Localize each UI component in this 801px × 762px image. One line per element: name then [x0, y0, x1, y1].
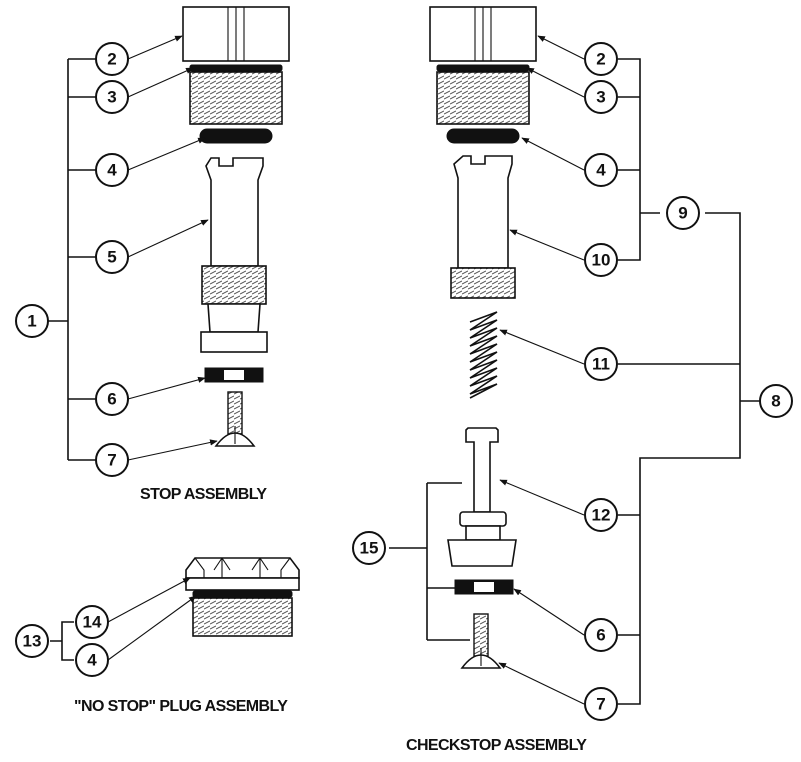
no-stop-assembly-title: "NO STOP" PLUG ASSEMBLY [74, 698, 288, 715]
spring-part [469, 311, 498, 399]
svg-text:13: 13 [23, 632, 42, 651]
svg-text:7: 7 [596, 695, 605, 714]
svg-text:10: 10 [592, 251, 611, 270]
svg-text:14: 14 [83, 613, 102, 632]
checkstop-assembly-title: CHECKSTOP ASSEMBLY [406, 737, 587, 754]
callout-2: 2 [95, 42, 129, 76]
callout-10: 10 [584, 243, 618, 277]
seal-ring-part [189, 64, 283, 72]
hex-cap-part [429, 6, 537, 62]
callout-15: 15 [352, 531, 386, 565]
checkstop-assembly: 2 3 4 9 10 11 8 12 15 6 7 CHECKSTOP ASSE… [352, 6, 793, 754]
threaded-bonnet-part [436, 71, 530, 125]
svg-text:1: 1 [27, 312, 36, 331]
callout-6: 6 [584, 618, 618, 652]
callout-8: 8 [759, 384, 793, 418]
callout-7: 7 [584, 687, 618, 721]
callout-12: 12 [584, 498, 618, 532]
bracket-8 [618, 212, 760, 705]
svg-text:4: 4 [87, 651, 97, 670]
svg-text:3: 3 [107, 88, 116, 107]
svg-text:2: 2 [107, 50, 116, 69]
callout-3: 3 [584, 80, 618, 114]
callout-1: 1 [15, 304, 49, 338]
no-stop-plug-assembly: 14 13 4 "NO STOP" PLUG ASSEMBLY [15, 557, 300, 715]
screw-part [460, 613, 502, 669]
svg-text:15: 15 [360, 539, 379, 558]
o-ring-part [446, 128, 520, 144]
callout-13: 13 [15, 624, 49, 658]
threaded-plug-part [192, 597, 293, 637]
svg-text:6: 6 [107, 390, 116, 409]
svg-text:5: 5 [107, 248, 116, 267]
bracket-15 [389, 482, 470, 641]
svg-text:3: 3 [596, 88, 605, 107]
callout-11: 11 [584, 347, 618, 381]
callout-6: 6 [95, 382, 129, 416]
callout-7: 7 [95, 443, 129, 477]
callout-9: 9 [666, 196, 700, 230]
seal-ring-part [192, 590, 293, 598]
svg-text:7: 7 [107, 451, 116, 470]
bracket-13 [50, 621, 74, 661]
stop-assembly: 1 2 3 4 5 6 7 STOP ASSEMBLY [15, 6, 290, 503]
stop-assembly-title: STOP ASSEMBLY [140, 486, 267, 503]
stop-bracket [48, 58, 96, 461]
callout-4: 4 [95, 153, 129, 187]
callout-2: 2 [584, 42, 618, 76]
washer-part [454, 579, 514, 595]
washer-part [204, 367, 264, 383]
callout-4: 4 [75, 643, 109, 677]
svg-text:4: 4 [596, 161, 606, 180]
screw-part [214, 391, 256, 447]
checkstop-stem-part [450, 155, 516, 299]
svg-text:4: 4 [107, 161, 117, 180]
o-ring-part [199, 128, 273, 144]
callout-14: 14 [75, 605, 109, 639]
threaded-bonnet-part [189, 71, 283, 125]
svg-text:12: 12 [592, 506, 611, 525]
svg-text:11: 11 [592, 355, 610, 374]
svg-text:2: 2 [596, 50, 605, 69]
stem-part [200, 157, 268, 353]
hex-cap-part [182, 6, 290, 62]
callout-5: 5 [95, 240, 129, 274]
seal-ring-part [436, 64, 530, 72]
svg-text:9: 9 [678, 204, 687, 223]
svg-text:8: 8 [771, 392, 780, 411]
bracket-9 [618, 58, 660, 261]
svg-text:6: 6 [596, 626, 605, 645]
callout-4: 4 [584, 153, 618, 187]
hex-plug-part [185, 557, 300, 591]
piston-part [447, 427, 517, 567]
callout-3: 3 [95, 80, 129, 114]
